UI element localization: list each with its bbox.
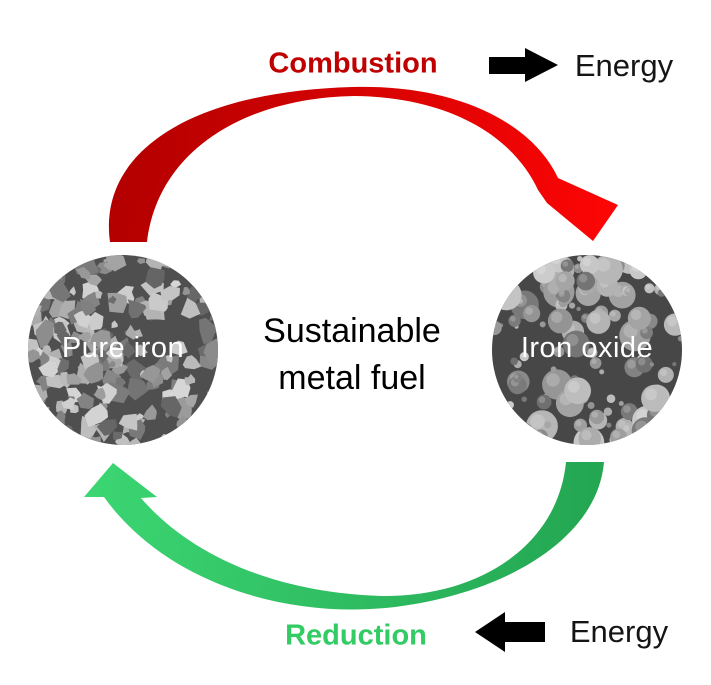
center-title-line2: metal fuel bbox=[278, 359, 426, 397]
pure-iron-label: Pure iron bbox=[61, 332, 185, 365]
center-title: Sustainable metal fuel bbox=[263, 308, 441, 402]
iron-oxide-micrograph: Iron oxide bbox=[492, 255, 682, 445]
energy-in-arrow-icon bbox=[475, 612, 545, 652]
center-title-line1: Sustainable bbox=[263, 312, 441, 350]
reduction-label: Reduction bbox=[285, 619, 427, 652]
combustion-label: Combustion bbox=[268, 47, 438, 80]
reduction-arc-arrow bbox=[84, 462, 604, 610]
pure-iron-micrograph: Pure iron bbox=[28, 255, 218, 445]
energy-input-label: Energy bbox=[569, 614, 669, 649]
energy-output-label: Energy bbox=[574, 48, 674, 83]
pure-iron-texture bbox=[28, 255, 218, 445]
iron-oxide-label: Iron oxide bbox=[520, 332, 654, 365]
iron-oxide-texture bbox=[492, 255, 682, 445]
energy-out-arrow-icon bbox=[489, 48, 558, 82]
combustion-arc-arrow bbox=[108, 86, 619, 242]
